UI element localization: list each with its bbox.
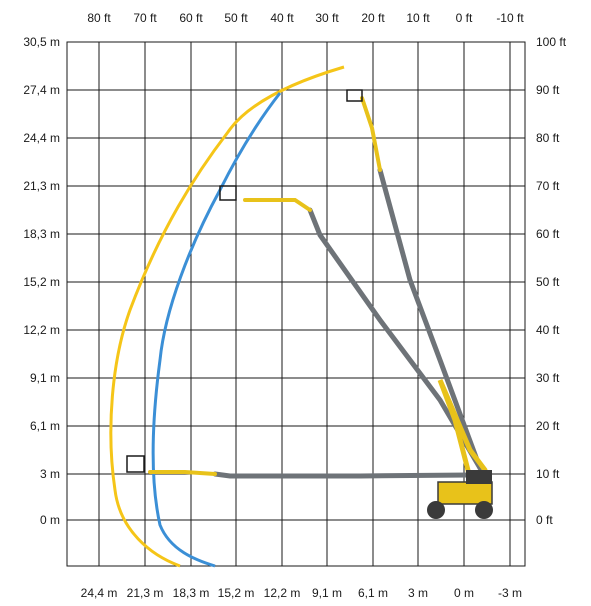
- rear-wheel: [475, 501, 493, 519]
- grid: [66, 41, 526, 567]
- bottom-m-axis: 24,4 m 21,3 m 18,3 m 15,2 m 12,2 m 9,1 m…: [81, 586, 522, 600]
- boom-position-max-outreach: [126, 455, 473, 479]
- vertical-gridlines: [98, 42, 511, 566]
- bottom-tick-label: 6,1 m: [358, 586, 388, 600]
- inner-reach-envelope: [151, 92, 282, 568]
- bottom-tick-label: 9,1 m: [312, 586, 342, 600]
- top-tick-label: 80 ft: [87, 11, 111, 25]
- right-tick-label: 0 ft: [536, 513, 553, 527]
- bottom-tick-label: 21,3 m: [127, 586, 164, 600]
- boom-position-max-height: [346, 89, 483, 471]
- boom-arm-horizontal: [212, 471, 473, 479]
- bottom-tick-label: -3 m: [498, 586, 522, 600]
- boom-arm-main: [307, 207, 483, 471]
- right-tick-label: 50 ft: [536, 275, 560, 289]
- top-tick-label: 50 ft: [224, 11, 248, 25]
- top-tick-label: 30 ft: [315, 11, 339, 25]
- jib-arm: [243, 198, 312, 212]
- boom-arm-lower: [377, 167, 483, 471]
- right-tick-label: 90 ft: [536, 83, 560, 97]
- jib-arm: [148, 470, 217, 476]
- right-tick-label: 40 ft: [536, 323, 560, 337]
- right-tick-label: 60 ft: [536, 227, 560, 241]
- left-tick-label: 24,4 m: [23, 131, 60, 145]
- left-tick-label: 9,1 m: [30, 371, 60, 385]
- bottom-tick-label: 15,2 m: [218, 586, 255, 600]
- top-tick-label: 20 ft: [361, 11, 385, 25]
- counterweight: [466, 470, 492, 484]
- bottom-tick-label: 12,2 m: [264, 586, 301, 600]
- left-tick-label: 21,3 m: [23, 179, 60, 193]
- left-tick-label: 0 m: [40, 513, 60, 527]
- right-tick-label: 10 ft: [536, 467, 560, 481]
- left-tick-label: 6,1 m: [30, 419, 60, 433]
- left-tick-label: 18,3 m: [23, 227, 60, 241]
- right-tick-label: 20 ft: [536, 419, 560, 433]
- right-tick-label: 80 ft: [536, 131, 560, 145]
- top-tick-label: 70 ft: [133, 11, 157, 25]
- bottom-tick-label: 24,4 m: [81, 586, 118, 600]
- plot-frame: [66, 41, 526, 567]
- top-tick-label: 60 ft: [179, 11, 203, 25]
- top-tick-label: 40 ft: [270, 11, 294, 25]
- outer-reach-envelope: [109, 65, 345, 568]
- left-tick-label: 30,5 m: [23, 35, 60, 49]
- chassis: [427, 470, 493, 519]
- left-tick-label: 12,2 m: [23, 323, 60, 337]
- bottom-tick-label: 18,3 m: [173, 586, 210, 600]
- right-tick-label: 70 ft: [536, 179, 560, 193]
- left-tick-label: 3 m: [40, 467, 60, 481]
- top-ft-axis: 80 ft 70 ft 60 ft 50 ft 40 ft 30 ft 20 f…: [87, 11, 524, 25]
- front-wheel: [427, 501, 445, 519]
- jib-arm: [360, 96, 382, 172]
- left-tick-label: 27,4 m: [23, 83, 60, 97]
- platform-basket: [219, 185, 237, 201]
- bottom-tick-label: 0 m: [454, 586, 474, 600]
- turret-boom: [437, 379, 488, 481]
- platform-basket: [346, 89, 363, 102]
- top-tick-label: 10 ft: [406, 11, 430, 25]
- chassis-body: [437, 481, 493, 505]
- right-ft-axis: 100 ft 90 ft 80 ft 70 ft 60 ft 50 ft 40 …: [536, 35, 567, 527]
- left-m-axis: 30,5 m 27,4 m 24,4 m 21,3 m 18,3 m 15,2 …: [23, 35, 60, 527]
- left-tick-label: 15,2 m: [23, 275, 60, 289]
- right-tick-label: 100 ft: [536, 35, 567, 49]
- boom-positions: [126, 89, 493, 519]
- top-tick-label: -10 ft: [496, 11, 524, 25]
- bottom-tick-label: 3 m: [408, 586, 428, 600]
- platform-basket: [126, 455, 145, 473]
- right-tick-label: 30 ft: [536, 371, 560, 385]
- top-tick-label: 0 ft: [456, 11, 473, 25]
